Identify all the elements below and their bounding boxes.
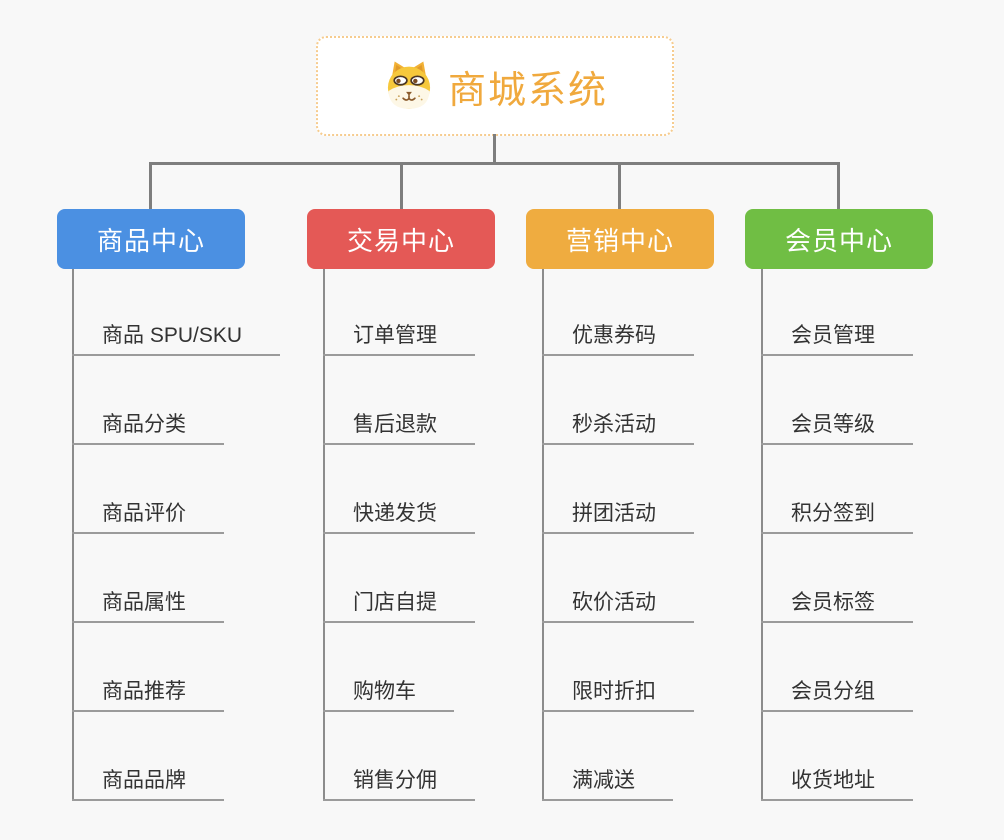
child-topic[interactable]: 售后退款 [323, 405, 475, 445]
child-topic[interactable]: 限时折扣 [542, 672, 694, 712]
connector-drop [618, 162, 621, 210]
child-topic[interactable]: 会员等级 [761, 405, 913, 445]
child-topic[interactable]: 秒杀活动 [542, 405, 694, 445]
child-topic[interactable]: 商品推荐 [72, 672, 224, 712]
branch-label: 营销中心 [565, 225, 674, 256]
child-topic[interactable]: 快递发货 [323, 494, 475, 534]
branch-spine [323, 269, 325, 801]
child-topic[interactable]: 商品评价 [72, 494, 224, 534]
branch-label: 商品中心 [96, 225, 205, 256]
child-topic[interactable]: 砍价活动 [542, 583, 694, 623]
child-topic[interactable]: 积分签到 [761, 494, 913, 534]
child-topic[interactable]: 优惠券码 [542, 316, 694, 356]
child-topic[interactable]: 商品品牌 [72, 761, 224, 801]
root-topic[interactable]: 商城系统 [316, 36, 674, 136]
child-topic[interactable]: 收货地址 [761, 761, 913, 801]
child-topic[interactable]: 商品分类 [72, 405, 224, 445]
child-topic[interactable]: 会员管理 [761, 316, 913, 356]
branch-product-center[interactable]: 商品中心 [57, 209, 245, 269]
child-topic[interactable]: 门店自提 [323, 583, 475, 623]
connector-drop [149, 162, 152, 210]
branch-spine [542, 269, 544, 801]
connector-rail [149, 162, 840, 165]
child-topic[interactable]: 订单管理 [323, 316, 475, 356]
child-topic[interactable]: 会员分组 [761, 672, 913, 712]
branch-marketing-center[interactable]: 营销中心 [526, 209, 714, 269]
branch-trade-center[interactable]: 交易中心 [307, 209, 495, 269]
child-topic[interactable]: 满减送 [542, 761, 673, 801]
child-topic[interactable]: 购物车 [323, 672, 454, 712]
connector-root-stem [493, 134, 496, 164]
child-topic[interactable]: 商品属性 [72, 583, 224, 623]
child-topic[interactable]: 商品 SPU/SKU [72, 316, 281, 356]
branch-label: 会员中心 [784, 225, 893, 256]
dog-face-icon [382, 58, 436, 114]
child-topic[interactable]: 会员标签 [761, 583, 913, 623]
child-topic[interactable]: 拼团活动 [542, 494, 694, 534]
branch-member-center[interactable]: 会员中心 [745, 209, 933, 269]
branch-label: 交易中心 [346, 225, 455, 256]
child-topic[interactable]: 销售分佣 [323, 761, 475, 801]
connector-drop [837, 162, 840, 210]
connector-drop [400, 162, 403, 210]
branch-spine [72, 269, 74, 801]
branch-spine [761, 269, 763, 801]
root-topic-title: 商城系统 [447, 69, 608, 112]
